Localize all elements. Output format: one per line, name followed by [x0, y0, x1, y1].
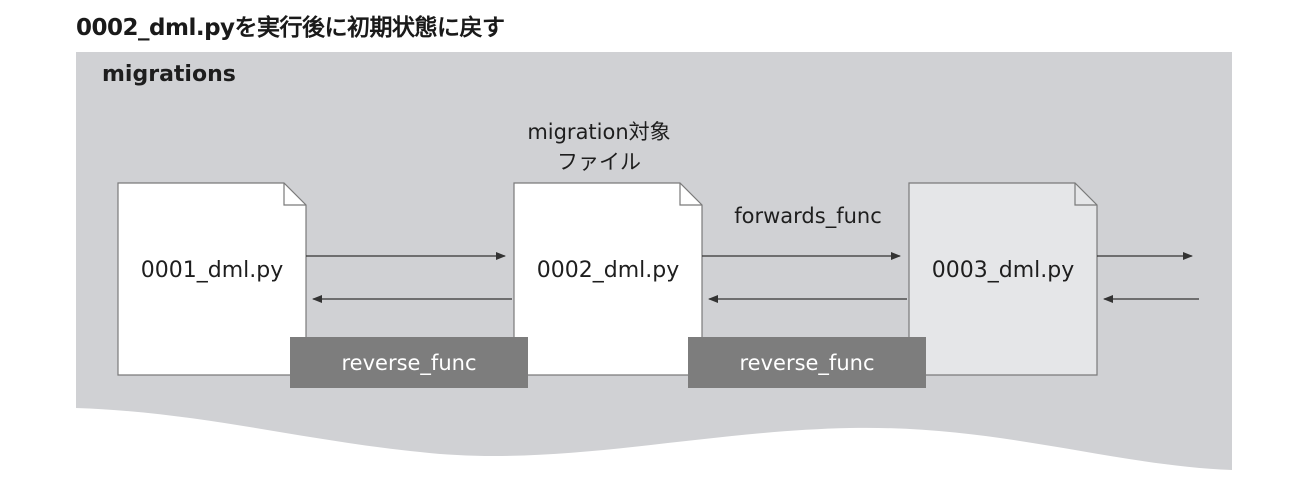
- page-title: 0002_dml.pyを実行後に初期状態に戻す: [76, 15, 505, 41]
- file-0002-label: 0002_dml.py: [536, 258, 680, 283]
- target-caption-line1: migration対象: [527, 120, 671, 144]
- container-label: migrations: [102, 62, 236, 87]
- file-0001-icon[interactable]: [117, 182, 307, 376]
- forwards-func-label: forwards_func: [734, 204, 882, 228]
- target-caption: migration対象 ファイル: [494, 117, 704, 177]
- reverse-func-box-2: reverse_func: [688, 337, 926, 388]
- file-0003-corner-fold: [1074, 183, 1097, 206]
- file-0001-label: 0001_dml.py: [140, 258, 284, 283]
- file-0003-label: 0003_dml.py: [931, 258, 1075, 283]
- file-0002-corner-fold: [679, 183, 702, 206]
- target-caption-line2: ファイル: [557, 150, 641, 174]
- reverse-func-box-1: reverse_func: [290, 337, 528, 388]
- file-0001-corner-fold: [283, 183, 306, 206]
